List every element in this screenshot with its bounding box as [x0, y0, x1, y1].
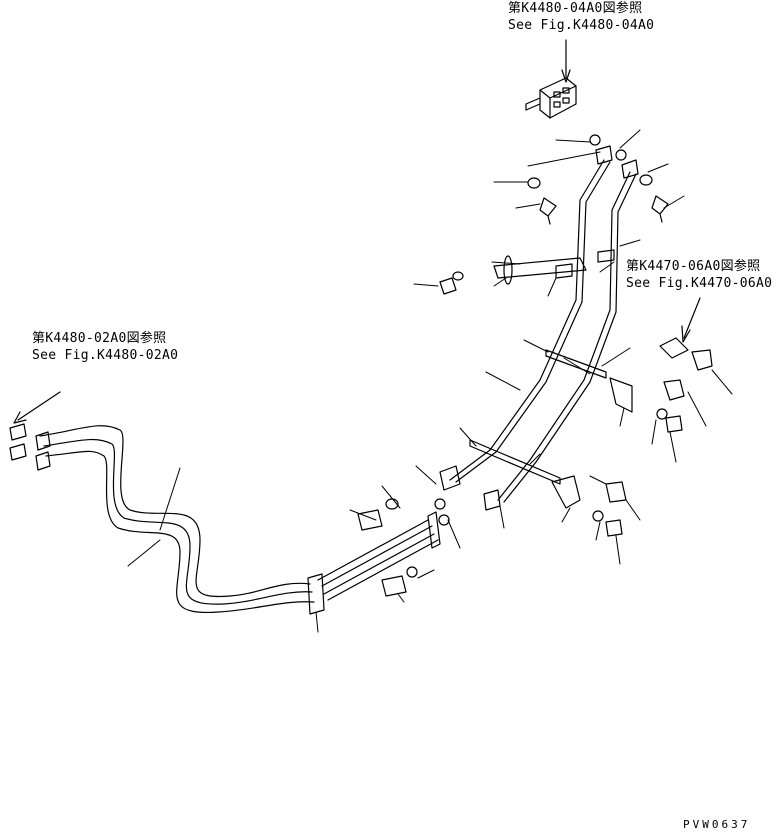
o-ring [589, 134, 601, 146]
reference-arrow-right [683, 297, 701, 339]
washer [452, 271, 464, 281]
bolt [663, 379, 685, 401]
bolt [651, 195, 669, 223]
fitting [9, 423, 27, 441]
flange [439, 465, 461, 491]
clip [597, 249, 615, 263]
flange-block [427, 511, 441, 549]
clamp-bar [469, 439, 561, 485]
reference-right-en: See Fig.K4470-06A0 [626, 276, 773, 291]
reference-left-en: See Fig.K4480-02A0 [32, 348, 179, 363]
reference-top: 第K4480-04A0図参照 See Fig.K4480-04A0 [508, 0, 654, 34]
bolt [691, 349, 713, 371]
washer [639, 174, 653, 186]
nut [439, 277, 457, 295]
washer [406, 566, 418, 578]
reference-arrow-left [17, 391, 61, 421]
pipe-pair-lower [317, 519, 439, 601]
reference-left: 第K4480-02A0図参照 See Fig.K4480-02A0 [32, 330, 178, 364]
reference-right-jp: 第K4470-06A0図参照 [626, 259, 761, 274]
flange [35, 451, 51, 471]
bracket [551, 475, 581, 509]
bolt [605, 481, 627, 503]
drawing-code: PVW0637 [683, 818, 751, 831]
washer [527, 177, 541, 189]
clamp-bar [545, 349, 607, 379]
bracket [609, 377, 633, 413]
reference-top-jp: 第K4480-04A0図参照 [508, 1, 643, 16]
fitting [659, 337, 689, 359]
nut [605, 519, 623, 537]
bolt [381, 575, 407, 597]
pipe-bundle-left [39, 425, 315, 614]
clamp-strap [493, 257, 587, 279]
reference-top-en: See Fig.K4480-04A0 [508, 18, 655, 33]
nut [665, 415, 683, 433]
flange [595, 145, 613, 165]
valve-block [525, 77, 577, 119]
fitting [9, 443, 27, 461]
washer [592, 510, 604, 522]
clamp-ring [503, 255, 513, 285]
washer [656, 408, 668, 420]
leader-lines [127, 129, 733, 633]
clip [555, 263, 573, 279]
o-ring [615, 149, 627, 161]
flange [621, 159, 639, 179]
bracket-plate [307, 573, 325, 615]
reference-left-jp: 第K4480-02A0図参照 [32, 331, 167, 346]
o-ring [434, 498, 446, 510]
reference-right: 第K4470-06A0図参照 See Fig.K4470-06A0 [626, 258, 772, 292]
o-ring [438, 514, 450, 526]
pipe-pair-upper [449, 159, 637, 503]
bolt [357, 509, 383, 531]
flange [35, 431, 51, 451]
bolt [539, 197, 557, 225]
